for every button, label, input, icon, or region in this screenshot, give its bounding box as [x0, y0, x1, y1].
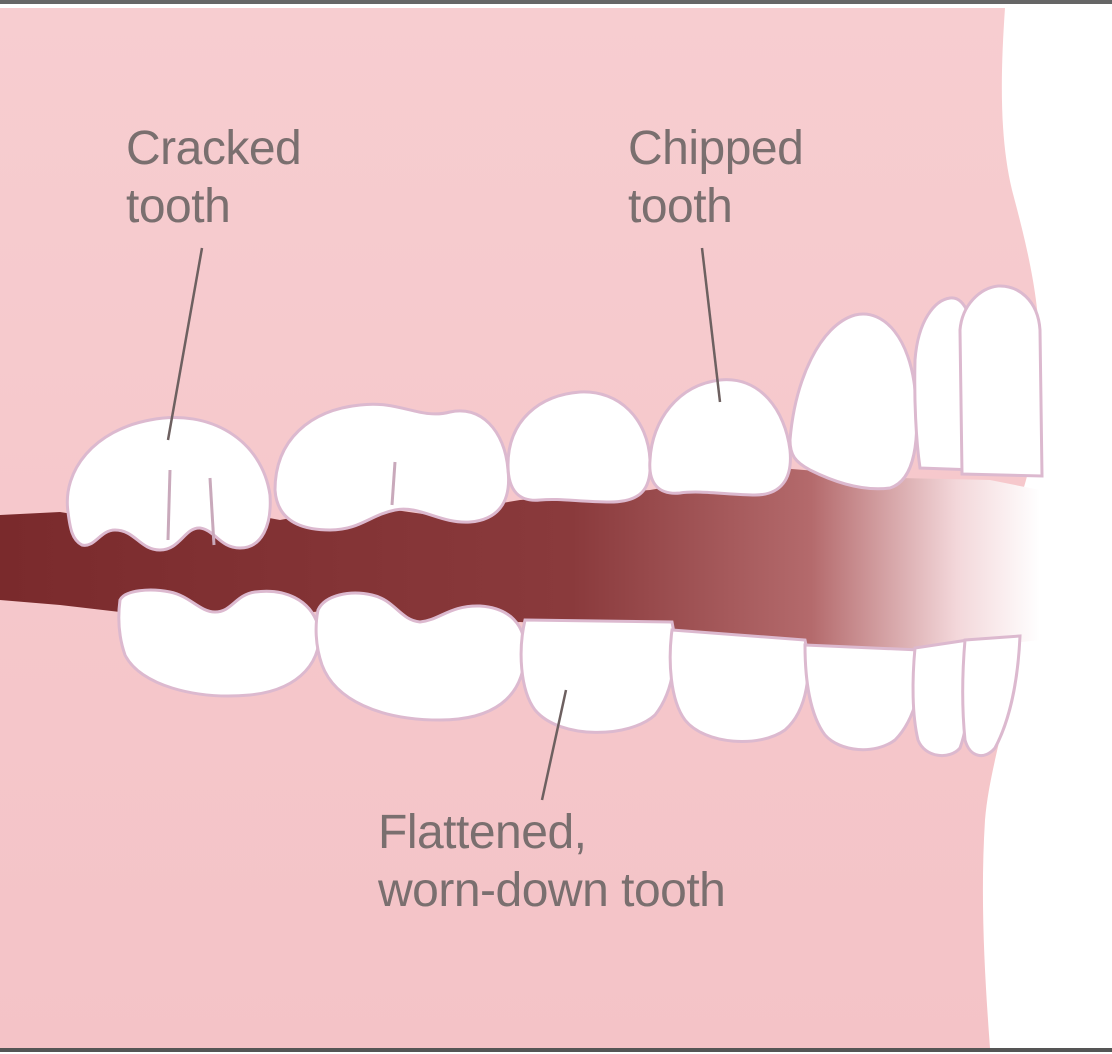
label-cracked-line-2: tooth: [126, 178, 301, 236]
upper-incisor-2: [960, 286, 1042, 476]
lower-premolar-flattened: [521, 620, 675, 732]
label-chipped-tooth: Chipped tooth: [628, 120, 803, 236]
upper-molar: [275, 404, 509, 530]
label-flattened-line-2: worn-down tooth: [378, 862, 725, 920]
label-cracked-tooth: Cracked tooth: [126, 120, 301, 236]
label-chipped-line-2: tooth: [628, 178, 803, 236]
lower-premolar: [670, 630, 808, 741]
label-flattened-line-1: Flattened,: [378, 804, 725, 862]
label-chipped-line-1: Chipped: [628, 120, 803, 178]
label-flattened-tooth: Flattened, worn-down tooth: [378, 804, 725, 920]
label-cracked-line-1: Cracked: [126, 120, 301, 178]
